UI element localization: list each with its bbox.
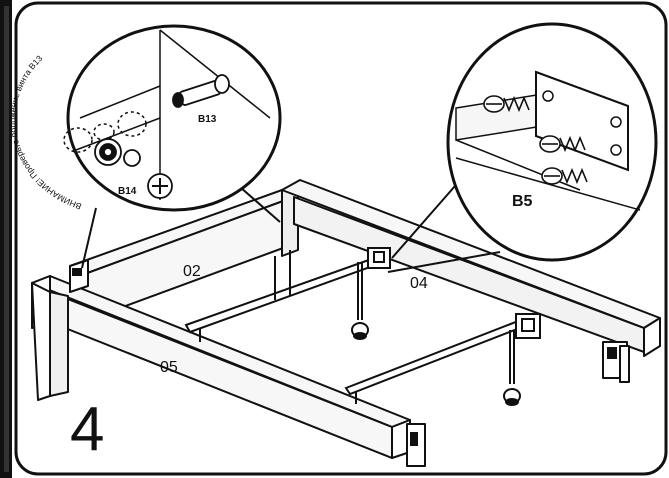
metal-rods xyxy=(184,247,541,404)
label-b13: B13 xyxy=(198,114,217,125)
callout-right: B5 xyxy=(387,22,658,273)
frame-assembly xyxy=(31,179,661,467)
callout-left: B13 B14 ВНИМАНИЕ! Проверьте положение ви… xyxy=(7,24,282,269)
part-label-02: 02 xyxy=(183,263,201,280)
screw-b5-group xyxy=(483,95,588,185)
callout-left-circle xyxy=(66,24,282,212)
label-b5: B5 xyxy=(512,193,533,210)
part-label-04: 04 xyxy=(410,275,428,292)
callout-right-pointer xyxy=(387,177,501,273)
adjustable-feet xyxy=(351,262,521,406)
step-number: 4 xyxy=(70,395,104,464)
part-label-05: 05 xyxy=(160,359,178,376)
label-b14: B14 xyxy=(118,186,137,197)
